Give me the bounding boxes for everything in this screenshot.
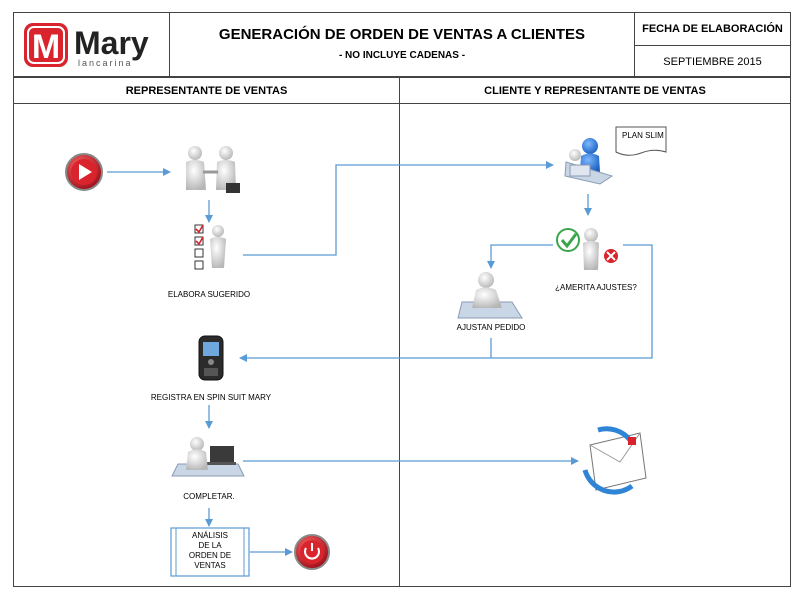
title-cell	[169, 12, 635, 77]
logo-mark: M	[32, 28, 60, 66]
plan-label: PLAN SLIM	[622, 131, 664, 140]
date-label: FECHA DE ELABORACIÓN	[642, 23, 783, 35]
connectors	[107, 161, 653, 556]
power-icon	[294, 534, 330, 570]
company-logo: M Mary lancarina	[22, 20, 162, 70]
analisis-line-3: ORDEN DE	[189, 551, 231, 560]
mobile-phone-icon	[198, 335, 224, 381]
label-registra: REGISTRA EN SPIN SUIT MARY	[151, 393, 272, 402]
page-title: GENERACIÓN DE ORDEN DE VENTAS A CLIENTES	[218, 26, 586, 43]
plan-document-icon: PLAN SLIM	[615, 126, 667, 156]
logo-text: Mary	[74, 25, 149, 61]
label-elabora: ELABORA SUGERIDO	[168, 290, 250, 299]
client-laptop-icon	[564, 138, 614, 185]
date-value-cell	[634, 45, 791, 77]
label-ajustan: AJUSTAN PEDIDO	[457, 323, 526, 332]
play-icon	[65, 153, 103, 191]
writing-person-icon	[457, 272, 523, 319]
lane-title-right: CLIENTE Y REPRESENTANTE DE VENTAS	[484, 85, 706, 97]
label-amerita: ¿AMERITA AJUSTES?	[555, 283, 637, 292]
analisis-line-2: DE LA	[198, 541, 222, 550]
page-subtitle: - NO INCLUYE CADENAS -	[338, 50, 466, 61]
checklist-icon	[194, 224, 226, 270]
handshake-icon	[186, 146, 240, 193]
analisis-box: ANÁLISIS DE LA ORDEN DE VENTAS	[170, 527, 250, 577]
arrow-elabora-to-client	[243, 161, 554, 256]
logo-subtext: lancarina	[78, 58, 133, 68]
email-send-icon	[582, 426, 647, 495]
analisis-line-4: VENTAS	[194, 561, 225, 570]
lane-title-left: REPRESENTANTE DE VENTAS	[125, 85, 288, 97]
date-value: SEPTIEMBRE 2015	[663, 56, 762, 68]
lane-body-right	[399, 103, 791, 587]
arrow-decision-no	[239, 244, 653, 362]
label-completar: COMPLETAR.	[183, 492, 234, 501]
analisis-line-1: ANÁLISIS	[192, 531, 228, 540]
person-computer-icon	[171, 437, 245, 477]
arrow-decision-to-ajustan	[487, 244, 553, 269]
check-cross-icon	[556, 228, 618, 270]
